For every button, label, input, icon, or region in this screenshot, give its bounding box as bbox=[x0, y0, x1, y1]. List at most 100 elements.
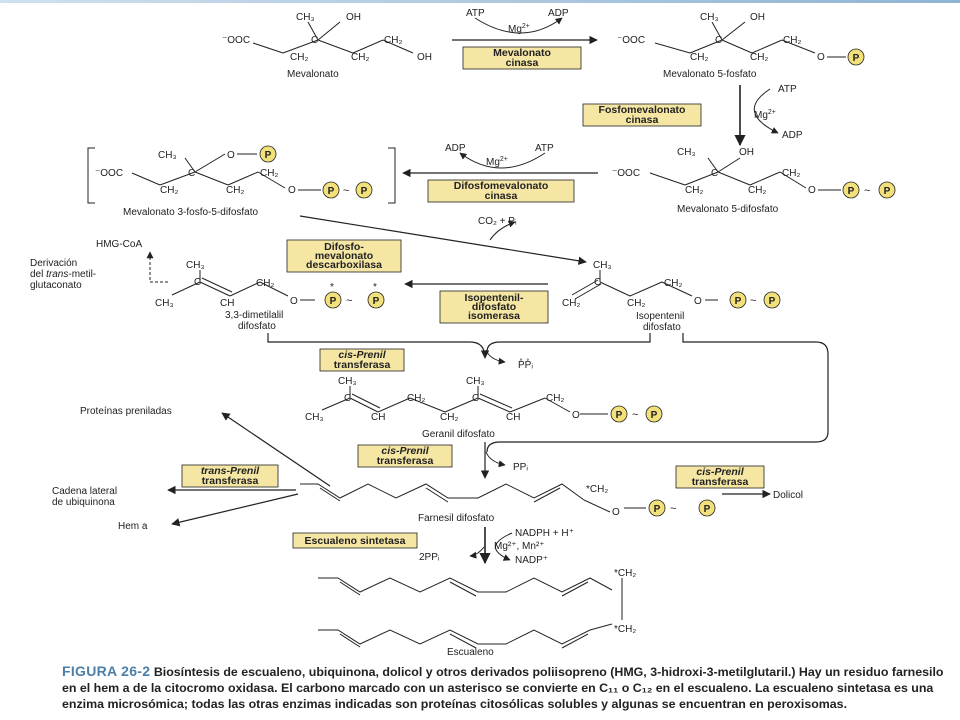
enzyme-escualeno-sintetasa: Escualeno sintetasa bbox=[305, 535, 406, 547]
phosphate-circle bbox=[322, 181, 340, 199]
escualeno-top-dbond-1 bbox=[339, 581, 361, 596]
m5dp-o: O bbox=[808, 185, 816, 196]
geranil-ch2-b: CH₂ bbox=[440, 412, 458, 423]
ppi-curve-2 bbox=[485, 451, 506, 468]
mevalonato-ooc: ⁻OOC bbox=[222, 35, 250, 46]
dmapp-star-1: * bbox=[330, 282, 334, 293]
geranil-ch3-a: CH₃ bbox=[338, 376, 357, 387]
enzyme-box-descarboxilasa bbox=[286, 239, 402, 273]
m5p-ch2-c: CH₂ bbox=[783, 35, 801, 46]
ipp-ch2-b: CH₂ bbox=[627, 298, 645, 309]
phosphate-circle bbox=[698, 499, 716, 517]
tilde: ~ bbox=[346, 295, 352, 307]
mevalonato-ch2-b: CH₂ bbox=[351, 52, 369, 63]
phosphate-p: P bbox=[330, 296, 337, 307]
enzyme-mevalonato-cinasa-l2: cinasa bbox=[506, 57, 539, 69]
escualeno-star-ch2-top: *CH₂ bbox=[614, 568, 636, 579]
two-ppi-curve bbox=[469, 546, 485, 559]
m3p5dp-ch2-c: CH₂ bbox=[260, 168, 278, 179]
m5dp-label: Mevalonato 5-difosfato bbox=[677, 204, 779, 215]
m3p5dp-ch2-a: CH₂ bbox=[160, 185, 178, 196]
m5p-oh: OH bbox=[750, 12, 765, 23]
mevalonato-ch3: CH₃ bbox=[296, 12, 315, 23]
enzyme-isomerasa-l1: Isopentenil- bbox=[465, 292, 524, 304]
m5dp-ooc: ⁻OOC bbox=[612, 168, 640, 179]
ipp-o: O bbox=[694, 296, 702, 307]
dimetilalil-difosfato-structure bbox=[171, 270, 315, 301]
atp-adp-curve-3 bbox=[459, 152, 546, 169]
enzyme-isomerasa-l2: difosfato bbox=[472, 301, 516, 313]
ppi-star-label: P̊P̊ᵢ bbox=[518, 357, 533, 371]
escualeno-label: Escualeno bbox=[447, 647, 494, 658]
dmapp-o: O bbox=[290, 296, 298, 307]
atp-adp-curve-1 bbox=[474, 17, 563, 34]
mevalonato-structure bbox=[252, 21, 414, 54]
isopentenil-difosfato-structure bbox=[571, 270, 718, 301]
dmapp-ch2: CH₂ bbox=[256, 278, 274, 289]
ipp-label-1: Isopentenil bbox=[636, 311, 684, 322]
phosphate-p: P bbox=[373, 296, 380, 307]
enzyme-difosfomevalonato-l1: Difosfomevalonato bbox=[454, 180, 549, 192]
m5p-o: O bbox=[817, 52, 825, 63]
enzyme-box-cis-prenil-1 bbox=[319, 348, 405, 372]
phosphate-p: P bbox=[328, 186, 335, 197]
atp-label-3: ATP bbox=[535, 143, 554, 154]
enzyme-box-trans-prenil bbox=[181, 464, 279, 488]
enzyme-cis-prenil-1-l2: transferasa bbox=[334, 359, 391, 371]
proteinas-label: Proteínas preniladas bbox=[80, 406, 172, 417]
m3p5dp-ooc: ⁻OOC bbox=[95, 168, 123, 179]
arrow-descarboxilasa bbox=[299, 215, 587, 265]
mevalonato-label: Mevalonato bbox=[287, 69, 339, 80]
mevalonato-5-difosfato-structure bbox=[649, 157, 841, 191]
co2-curve bbox=[489, 220, 516, 241]
dolicol-label: Dolicol bbox=[773, 490, 803, 501]
phosphate-circle bbox=[355, 181, 373, 199]
mevalonato-ch2-a: CH₂ bbox=[290, 52, 308, 63]
farnesil-star-ch2: *CH₂ bbox=[586, 484, 608, 495]
bracket-left bbox=[87, 147, 95, 204]
phosphate-circle bbox=[842, 181, 860, 199]
phosphate-circle bbox=[367, 291, 385, 309]
derivacion-l2: del trans-metil- bbox=[30, 269, 96, 280]
dashed-arrow-hmg bbox=[146, 251, 168, 283]
phosphate-circle bbox=[847, 48, 865, 66]
nadph-label: NADPH + H⁺ bbox=[515, 528, 574, 539]
m5dp-ch2-c: CH₂ bbox=[782, 168, 800, 179]
adp-label-1: ADP bbox=[548, 8, 569, 19]
enzyme-trans-prenil-l1: trans-Prenil bbox=[201, 465, 260, 477]
dmapp-ch3-top: CH₃ bbox=[186, 260, 205, 271]
enzyme-descarboxilasa-l1: Difosfo- bbox=[324, 241, 364, 253]
phosphate-p: P bbox=[616, 410, 623, 421]
line-ipp-to-farnesil bbox=[486, 333, 829, 453]
enzyme-cis-prenil-2-l1: cis-Prenil bbox=[381, 445, 429, 457]
enzyme-cis-prenil-3-l1: cis-Prenil bbox=[696, 466, 744, 478]
enzyme-fosfomevalonato-l1: Fosfomevalonato bbox=[599, 104, 686, 116]
m5p-ch2-b: CH₂ bbox=[750, 52, 768, 63]
escualeno-star-ch2-bottom: *CH₂ bbox=[614, 624, 636, 635]
geranil-difosfato-structure bbox=[321, 386, 608, 415]
enzyme-cis-prenil-1-l1: cis-Prenil bbox=[338, 349, 386, 361]
two-ppi-label: 2PPᵢ bbox=[419, 552, 440, 563]
phosphate-circle bbox=[729, 291, 747, 309]
farnesil-to-o bbox=[583, 499, 611, 513]
phosphate-p: P bbox=[769, 296, 776, 307]
m5p-ooc: ⁻OOC bbox=[617, 35, 645, 46]
escualeno-bottom-dbond-1 bbox=[339, 633, 361, 648]
geranil-ch-b: CH bbox=[506, 412, 520, 423]
farnesil-chain bbox=[300, 483, 585, 501]
enzyme-cis-prenil-2-l2: transferasa bbox=[377, 455, 434, 467]
m3p5dp-label: Mevalonato 3-fosfo-5-difosfato bbox=[123, 207, 259, 218]
mg-mn-label: Mg²⁺, Mn²⁺ bbox=[494, 541, 545, 552]
mevalonato-3-fosfo-5-difosfato-structure bbox=[131, 153, 321, 191]
dmapp-label-2: difosfato bbox=[238, 321, 276, 332]
escualeno-top-dbond-3 bbox=[561, 581, 589, 597]
m5dp-ch2-b: CH₂ bbox=[748, 185, 766, 196]
mevalonato-oh: OH bbox=[346, 12, 361, 23]
figure-label: FIGURA 26-2 bbox=[62, 663, 151, 679]
ipp-label-2: difosfato bbox=[643, 322, 681, 333]
phosphate-circle bbox=[324, 291, 342, 309]
phosphate-circle bbox=[645, 405, 663, 423]
ubiquinona-l2: de ubiquinona bbox=[52, 497, 115, 508]
ipp-ch3: CH₃ bbox=[593, 260, 612, 271]
m5dp-c: C bbox=[711, 168, 718, 179]
